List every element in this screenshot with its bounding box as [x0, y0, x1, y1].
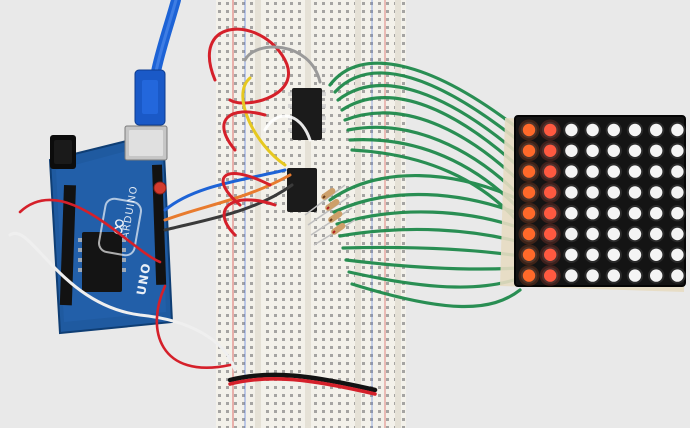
- matrix-led-off: [565, 269, 578, 282]
- matrix-led-off: [607, 186, 620, 199]
- matrix-led-glow: [539, 181, 561, 203]
- matrix-led-off: [607, 144, 620, 157]
- matrix-led-off: [586, 123, 599, 137]
- matrix-led-glow: [539, 265, 561, 287]
- matrix-led-off: [671, 207, 684, 220]
- matrix-led-glow: [518, 140, 540, 162]
- matrix-led-off: [628, 144, 642, 157]
- matrix-led-off: [565, 123, 578, 137]
- matrix-led-lit: [522, 165, 536, 178]
- matrix-led-off: [565, 186, 578, 199]
- matrix-led-off: [607, 165, 620, 178]
- matrix-led-off: [650, 144, 663, 157]
- matrix-led-glow: [539, 140, 561, 162]
- matrix-led-off: [586, 144, 599, 157]
- matrix-led-off: [650, 248, 663, 261]
- matrix-led-glow: [539, 244, 561, 266]
- matrix-led-off: [650, 123, 663, 137]
- matrix-led-off: [607, 248, 620, 261]
- matrix-led-lit: [522, 269, 536, 282]
- matrix-led-off: [671, 165, 684, 178]
- matrix-led-off: [628, 269, 642, 282]
- matrix-led-off: [586, 269, 599, 282]
- matrix-led-glow: [518, 181, 540, 203]
- matrix-led-lit: [522, 123, 536, 137]
- matrix-led-off: [671, 144, 684, 157]
- matrix-led-off: [607, 123, 620, 137]
- matrix-led-off: [650, 207, 663, 220]
- matrix-led-glow: [518, 265, 540, 287]
- matrix-led-lit: [544, 207, 557, 220]
- matrix-led-glow: [518, 119, 540, 141]
- matrix-led-off: [565, 248, 578, 261]
- matrix-led-off: [628, 227, 642, 241]
- matrix-led-off: [607, 269, 620, 282]
- matrix-led-off: [650, 227, 663, 241]
- matrix-led-off: [586, 227, 599, 241]
- matrix-led-off: [586, 248, 599, 261]
- matrix-led-off: [671, 123, 684, 137]
- matrix-led-lit: [544, 269, 557, 282]
- matrix-led-lit: [544, 165, 557, 178]
- matrix-led-off: [671, 186, 684, 199]
- matrix-led-glow: [539, 223, 561, 245]
- matrix-led-off: [628, 165, 642, 178]
- matrix-led-lit: [522, 144, 536, 157]
- matrix-led-glow: [539, 161, 561, 183]
- shift-register-ic-bottom: [287, 168, 317, 212]
- matrix-led-glow: [518, 202, 540, 224]
- matrix-led-off: [586, 186, 599, 199]
- matrix-led-glow: [518, 161, 540, 183]
- matrix-led-off: [628, 207, 642, 220]
- matrix-led-off: [671, 227, 684, 241]
- matrix-led-off: [607, 207, 620, 220]
- matrix-led-off: [650, 269, 663, 282]
- matrix-led-lit: [544, 227, 557, 241]
- matrix-led-off: [565, 144, 578, 157]
- matrix-led-lit: [544, 186, 557, 199]
- matrix-led-off: [671, 269, 684, 282]
- matrix-led-off: [628, 123, 642, 137]
- matrix-led-lit: [522, 207, 536, 220]
- matrix-led-glow: [539, 119, 561, 141]
- matrix-led-lit: [544, 123, 557, 137]
- shift-register-ic-top: [292, 88, 322, 140]
- matrix-led-off: [671, 248, 684, 261]
- matrix-led-off: [565, 165, 578, 178]
- matrix-led-off: [628, 186, 642, 199]
- matrix-led-glow: [539, 202, 561, 224]
- matrix-led-off: [565, 227, 578, 241]
- matrix-led-lit: [544, 248, 557, 261]
- matrix-led-lit: [522, 248, 536, 261]
- matrix-led-lit: [522, 227, 536, 241]
- matrix-led-glow: [518, 244, 540, 266]
- matrix-led-off: [628, 248, 642, 261]
- matrix-led-off: [607, 227, 620, 241]
- resistor-array: [304, 184, 356, 246]
- matrix-led-off: [586, 165, 599, 178]
- matrix-led-lit: [522, 186, 536, 199]
- matrix-led-off: [650, 165, 663, 178]
- matrix-led-glow: [518, 223, 540, 245]
- matrix-led-off: [650, 186, 663, 199]
- matrix-led-off: [586, 207, 599, 220]
- matrix-led-lit: [544, 144, 557, 157]
- matrix-led-off: [565, 207, 578, 220]
